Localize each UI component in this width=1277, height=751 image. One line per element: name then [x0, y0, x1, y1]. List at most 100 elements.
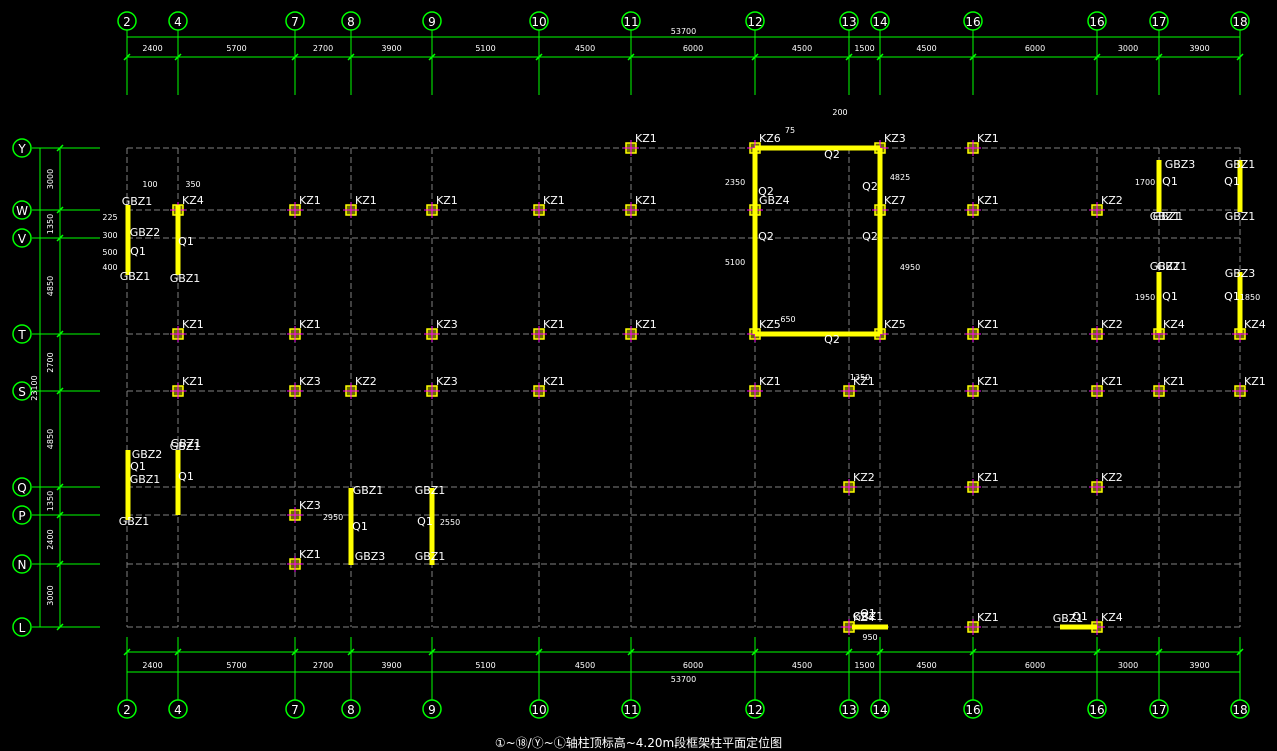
axis-bubble-label: 9 — [428, 15, 436, 29]
wall-label: Q2 — [824, 333, 840, 346]
column-label: KZ1 — [299, 194, 321, 207]
axis-bubble-circle — [745, 11, 765, 31]
axis-bubble-circle — [168, 699, 188, 719]
small-dimension-label: 650 — [780, 315, 795, 324]
axis-bubble-circle — [529, 11, 549, 31]
gbz-label: GBZ1 — [1225, 210, 1256, 223]
axis-bubble-circle — [621, 699, 641, 719]
small-dimension-label: 1350 — [850, 373, 870, 382]
dimension-lines — [32, 30, 1244, 700]
dimension-tick — [845, 53, 853, 61]
axis-bubble-circle — [12, 477, 32, 497]
column-label: KZ1 — [182, 318, 204, 331]
dimension-span-label: 4500 — [575, 661, 595, 670]
dimension-span-label: 6000 — [1025, 661, 1045, 670]
small-dimension-label: 950 — [862, 633, 877, 642]
gbz-label: GBZ1 — [1150, 210, 1181, 223]
dimension-span-label-vertical: 2400 — [46, 529, 55, 549]
dimension-tick — [845, 648, 853, 656]
dimension-tick — [123, 648, 131, 656]
wall-label: Q1 — [860, 607, 876, 620]
axis-bubble-label: 11 — [623, 703, 638, 717]
axis-bubble-circle — [963, 11, 983, 31]
dimension-tick — [56, 234, 64, 242]
axis-bubble-label: 17 — [1151, 15, 1166, 29]
axis-bubble-circle — [12, 228, 32, 248]
axis-bubble-circle — [1230, 699, 1250, 719]
wall-label: Q2 — [758, 230, 774, 243]
axis-bubble-label: S — [18, 385, 26, 399]
small-dimension-label: 200 — [832, 108, 847, 117]
axis-bubble-label: 9 — [428, 703, 436, 717]
axis-bubble-label: 2 — [123, 15, 131, 29]
dimension-tick — [428, 53, 436, 61]
dimension-span-label: 3000 — [1118, 661, 1138, 670]
dimension-tick — [876, 648, 884, 656]
dimension-tick — [969, 648, 977, 656]
gbz-label: GBZ2 — [132, 448, 163, 461]
axis-bubble-circle — [1230, 11, 1250, 31]
wall-label: Q1 — [130, 245, 146, 258]
column-label: KZ6 — [759, 132, 781, 145]
gbz-label: GBZ3 — [1225, 267, 1256, 280]
axis-bubble-circle — [285, 699, 305, 719]
dimension-span-label: 4500 — [916, 44, 936, 53]
dimension-span-label: 3900 — [381, 661, 401, 670]
dimension-span-label: 2700 — [313, 44, 333, 53]
column-label: KZ1 — [543, 194, 565, 207]
small-dimension-label: 1950 — [1135, 293, 1155, 302]
gbz-label: GBZ1 — [170, 440, 201, 453]
axis-bubble-circle — [12, 554, 32, 574]
dimension-tick — [56, 144, 64, 152]
small-dimension-label: 300 — [102, 231, 117, 240]
gbz-label: GBZ2 — [130, 226, 161, 239]
column-label: KZ1 — [1101, 375, 1123, 388]
axis-bubble-circle — [529, 699, 549, 719]
axis-bubble-circle — [12, 617, 32, 637]
dimension-span-label: 5100 — [475, 661, 495, 670]
dimension-tick — [56, 206, 64, 214]
dimension-span-label-vertical: 4850 — [46, 276, 55, 296]
small-dimension-label: 4825 — [890, 173, 910, 182]
axis-bubble-circle — [1087, 699, 1107, 719]
dimension-span-label: 4500 — [916, 661, 936, 670]
wall-label: Q2 — [862, 180, 878, 193]
column-label: KZ4 — [182, 194, 204, 207]
small-dimension-label: 1850 — [1240, 293, 1260, 302]
wall-label: Q2 — [758, 185, 774, 198]
axis-bubble-circle — [422, 699, 442, 719]
dimension-tick — [627, 53, 635, 61]
axis-bubble-label: 16 — [965, 15, 980, 29]
dimension-span-label: 3900 — [1189, 661, 1209, 670]
dimension-tick — [347, 53, 355, 61]
axis-bubble-label: 16 — [965, 703, 980, 717]
column-label: KZ1 — [977, 132, 999, 145]
axis-bubble-label: Y — [17, 142, 26, 156]
column-label: KZ1 — [977, 318, 999, 331]
column-label: KZ1 — [543, 375, 565, 388]
axis-bubble-label: 8 — [347, 15, 355, 29]
column-label: KZ1 — [853, 375, 875, 388]
dimension-span-label-vertical: 4850 — [46, 429, 55, 449]
dimension-tick — [123, 53, 131, 61]
dimension-tick — [56, 511, 64, 519]
dimension-span-label: 3900 — [381, 44, 401, 53]
dimension-tick — [876, 53, 884, 61]
gbz-label: GBZ1 — [1053, 612, 1084, 625]
grid-lines — [126, 147, 1241, 628]
column-label: KZ1 — [635, 132, 657, 145]
column-label: KZ1 — [1163, 375, 1185, 388]
small-dimension-label: 1700 — [1135, 178, 1155, 187]
dimension-tick — [751, 648, 759, 656]
dimension-tick — [1236, 53, 1244, 61]
column-label: KZ4 — [1244, 318, 1266, 331]
column-label: KZ1 — [977, 471, 999, 484]
dimension-tick — [56, 483, 64, 491]
small-dimension-label: 2950 — [323, 513, 343, 522]
dimension-span-label: 3000 — [1118, 44, 1138, 53]
axis-bubble-circle — [12, 381, 32, 401]
dimension-span-label: 6000 — [683, 44, 703, 53]
column-label: KZ1 — [299, 548, 321, 561]
gbz-label: GBZ1 — [1157, 260, 1188, 273]
